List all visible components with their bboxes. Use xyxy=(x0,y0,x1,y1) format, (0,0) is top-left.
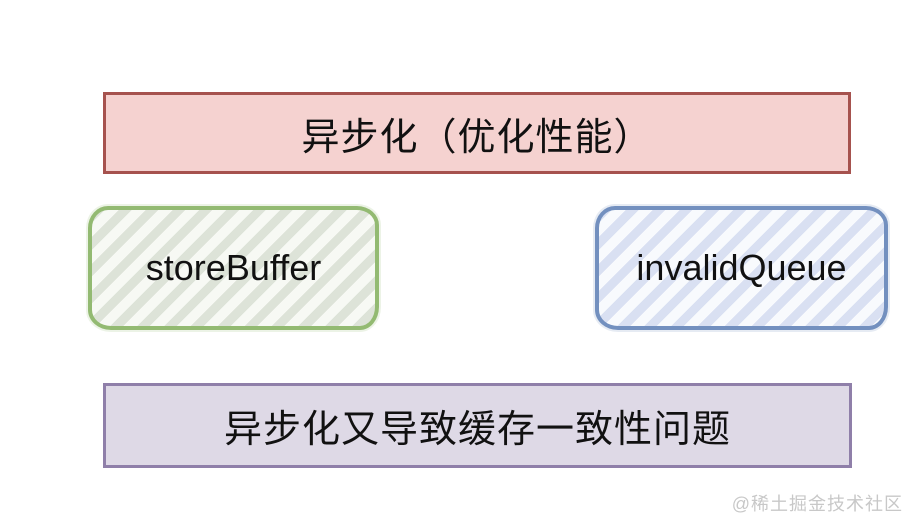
invalid-queue-box: invalidQueue xyxy=(595,206,888,330)
async-optimization-label: 异步化（优化性能） xyxy=(301,116,653,159)
invalid-queue-label: invalidQueue xyxy=(636,247,847,288)
cache-coherence-problem-box: 异步化又导致缓存一致性问题 xyxy=(103,383,852,468)
async-optimization-box: 异步化（优化性能） xyxy=(103,92,851,174)
store-buffer-label: storeBuffer xyxy=(145,247,322,288)
cache-coherence-problem-label: 异步化又导致缓存一致性问题 xyxy=(223,409,731,451)
store-buffer-box: storeBuffer xyxy=(88,206,379,330)
watermark: @稀土掘金技术社区 xyxy=(731,494,903,514)
